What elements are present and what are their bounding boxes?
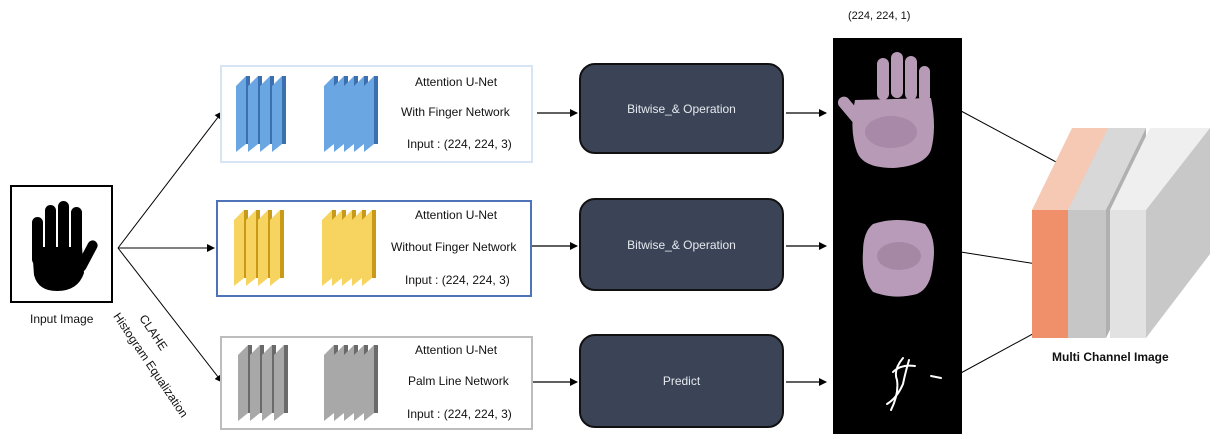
hand-icon [32,201,98,291]
output-shape-label: (224, 224, 1) [848,10,911,22]
network-title: Attention U-Net [415,208,498,222]
operation-label: Bitwise_& Operation [627,237,736,252]
layer-stack-icon-yellow-large [322,210,376,286]
network-name: Palm Line Network [408,374,509,388]
input-image [10,185,113,303]
layer-stack-icon-gray-large [324,345,378,421]
predict-box: Predict [579,334,784,428]
network-input-shape: Input : (224, 224, 3) [405,273,510,287]
palm-only-image [862,220,934,297]
network-input-shape: Input : (224, 224, 3) [407,137,512,151]
hand-with-fingers-image [837,52,934,168]
network-title: Attention U-Net [415,75,498,89]
layer-stack-icon-gray-small [238,345,288,421]
palm-line-image [886,357,942,411]
multi-channel-image-label: Multi Channel Image [1052,350,1169,364]
operation-label: Bitwise_& Operation [627,101,736,116]
network-title: Attention U-Net [415,343,498,357]
bitwise-operation-box: Bitwise_& Operation [579,63,784,154]
segmentation-output-column [833,38,962,434]
layer-stack-icon-blue-large [324,76,378,152]
layer-stack-icon-blue-small [236,76,286,152]
multi-channel-image [1032,128,1210,338]
layer-stack-icon-yellow-small [234,210,284,286]
network-name: With Finger Network [401,105,510,119]
segmented-images [837,52,942,411]
network-input-shape: Input : (224, 224, 3) [407,407,512,421]
bitwise-operation-box: Bitwise_& Operation [579,198,784,291]
input-image-label: Input Image [30,312,94,326]
operation-label: Predict [662,374,701,388]
network-name: Without Finger Network [391,240,517,254]
